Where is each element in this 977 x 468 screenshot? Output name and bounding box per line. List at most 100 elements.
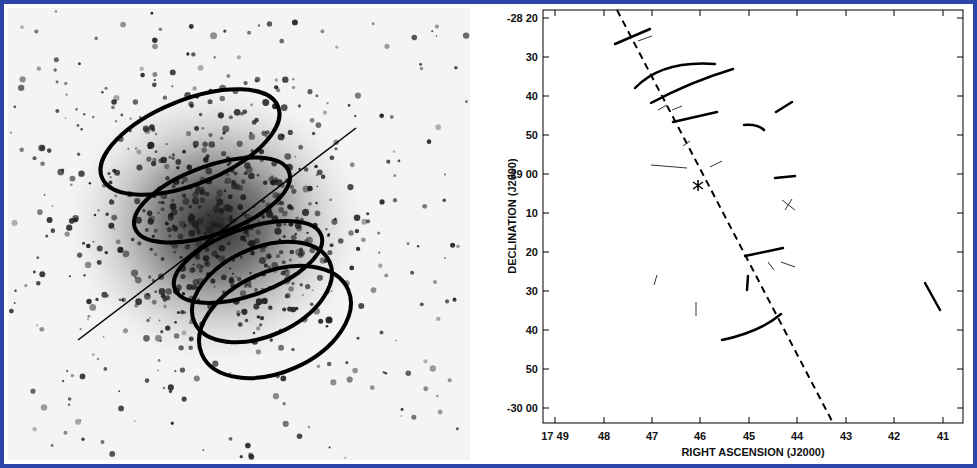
star — [110, 199, 112, 201]
star — [97, 260, 102, 265]
star — [256, 349, 261, 354]
star — [221, 274, 227, 280]
star — [310, 302, 313, 305]
star — [282, 76, 288, 82]
star — [323, 111, 327, 115]
star — [105, 213, 109, 217]
star — [291, 310, 293, 312]
star — [118, 390, 120, 392]
tick-mark — [652, 417, 653, 423]
star — [410, 271, 414, 275]
star — [150, 12, 153, 15]
star — [268, 177, 273, 182]
star — [350, 162, 355, 167]
star — [206, 154, 210, 158]
star — [407, 242, 410, 245]
star — [317, 275, 323, 281]
star — [66, 370, 68, 372]
star — [39, 145, 45, 151]
star — [329, 198, 332, 201]
star — [148, 215, 155, 222]
star — [300, 283, 303, 286]
star — [283, 235, 286, 238]
star — [393, 150, 396, 153]
stars — [8, 8, 469, 460]
star — [235, 275, 237, 277]
star — [193, 264, 195, 266]
star — [120, 114, 123, 117]
star — [136, 165, 142, 171]
star — [237, 55, 241, 59]
star — [280, 376, 286, 382]
star — [14, 302, 16, 304]
faint-filament — [651, 165, 687, 168]
star — [172, 224, 175, 227]
tick-mark — [604, 10, 605, 16]
star — [257, 220, 259, 222]
star — [411, 415, 416, 420]
star — [317, 365, 321, 369]
axis-tick-label: 46 — [694, 431, 706, 442]
star — [24, 284, 27, 287]
star — [134, 420, 136, 422]
star — [198, 65, 204, 71]
star — [76, 124, 79, 127]
star — [366, 212, 369, 215]
star — [44, 194, 46, 196]
star — [94, 37, 98, 41]
star — [199, 269, 203, 273]
star — [384, 372, 387, 375]
star — [148, 275, 151, 278]
star — [189, 213, 193, 217]
star — [348, 230, 354, 236]
faint-filament — [710, 161, 722, 167]
star — [291, 348, 295, 352]
faint-filament — [696, 302, 697, 316]
star — [200, 265, 203, 268]
star — [87, 315, 90, 318]
tick-mark — [797, 417, 798, 423]
tick-mark — [543, 96, 549, 97]
star — [232, 273, 234, 275]
star — [92, 241, 94, 243]
star — [83, 113, 85, 115]
star — [38, 145, 45, 152]
star — [249, 272, 252, 275]
star — [34, 29, 38, 33]
star — [450, 243, 455, 248]
star — [165, 325, 170, 330]
star — [253, 332, 256, 335]
star — [135, 276, 137, 278]
star — [245, 319, 248, 322]
star — [199, 189, 205, 195]
star — [103, 336, 105, 338]
star — [338, 238, 344, 244]
star — [171, 157, 174, 160]
star — [33, 271, 36, 274]
faint-filament — [654, 275, 657, 285]
star — [62, 380, 64, 382]
axis-line — [78, 128, 356, 340]
tick-mark — [846, 10, 847, 16]
axis-tick-label: -30 00 — [507, 403, 538, 414]
star — [163, 387, 166, 390]
loop — [163, 204, 332, 319]
star — [316, 122, 322, 128]
star — [422, 204, 427, 209]
star — [260, 316, 264, 320]
star — [182, 150, 186, 154]
star — [259, 257, 266, 264]
star — [10, 131, 12, 133]
star — [278, 133, 285, 140]
star — [349, 266, 354, 271]
star — [307, 89, 312, 94]
star — [189, 205, 192, 208]
star — [248, 454, 254, 460]
star — [13, 105, 16, 108]
star — [308, 426, 311, 429]
star — [264, 264, 268, 268]
star — [89, 182, 91, 184]
star — [57, 169, 64, 176]
star — [222, 131, 225, 134]
star — [231, 183, 237, 189]
